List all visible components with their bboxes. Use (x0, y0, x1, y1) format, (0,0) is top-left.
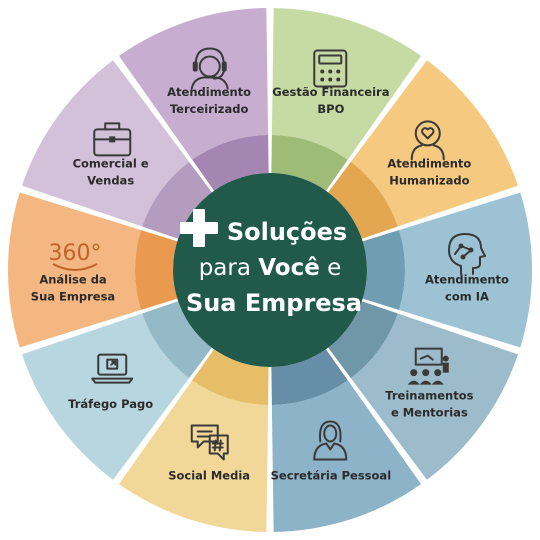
label-ia-line1: Atendimento (425, 273, 509, 287)
segment-inner-comercial (142, 161, 212, 239)
center-hub: Soluções para Você e Sua Empresa (173, 173, 367, 367)
headset-icon (190, 47, 229, 90)
segment-inner-treinamentos (328, 301, 398, 379)
center-title-line2-suffix: e (320, 255, 341, 281)
segment-inner-ia (362, 230, 405, 310)
person-heart-icon (410, 120, 445, 161)
center-title-line2: para Você e (199, 255, 342, 281)
presentation-icon (407, 347, 449, 385)
label-gestao-line2: BPO (317, 102, 344, 116)
segment-inner-trafego (142, 301, 212, 379)
segment-social (118, 380, 269, 532)
briefcase-icon (93, 122, 132, 157)
label-comercial-line1: Comercial e (73, 157, 149, 171)
label-analise-line2: Sua Empresa (31, 290, 115, 304)
label-comercial-line2: Vendas (87, 174, 134, 188)
segment-inner-social (192, 349, 269, 405)
label-analise-line1: Análise da (39, 273, 106, 287)
icons-layer: 360° (49, 47, 486, 461)
chat-hashtag-icon (190, 424, 229, 461)
segment-comercial (21, 60, 190, 227)
label-secretaria-line1: Secretária Pessoal (271, 468, 392, 482)
label-humanizado-line2: Humanizado (389, 174, 469, 188)
ai-head-icon (448, 233, 486, 275)
segment-inner-humanizado (328, 161, 398, 239)
label-terceirizado-line1: Atendimento (167, 85, 251, 99)
segment-treinamentos (350, 313, 519, 480)
plus-icon (180, 209, 218, 247)
segment-inner-secretaria (271, 349, 348, 405)
label-trafego-line1: Tráfego Pago (68, 397, 153, 411)
calculator-icon (313, 49, 348, 88)
label-treinamentos-line1: Treinamentos (385, 388, 473, 402)
segment-inner-terceirizado (192, 135, 269, 191)
label-gestao-line1: Gestão Financeira (272, 85, 389, 99)
center-title-line1: Soluções (227, 218, 347, 246)
label-social-line1: Social Media (168, 468, 250, 482)
icon-360-text: 360° (49, 241, 102, 266)
segment-inner-analise (135, 230, 178, 310)
center-circle (173, 173, 367, 367)
360-icon: 360° (49, 241, 102, 271)
segment-trafego (21, 313, 190, 480)
label-terceirizado-line2: Terceirizado (170, 102, 249, 116)
laptop-click-icon (91, 353, 134, 384)
woman-icon (313, 420, 348, 461)
label-treinamentos-line2: e Mentorias (391, 405, 468, 419)
center-title-line3: Sua Empresa (186, 289, 362, 317)
center-title-line2-bold: Você (258, 255, 320, 281)
center-title-line2-prefix: para (199, 255, 259, 281)
label-humanizado-line1: Atendimento (387, 157, 471, 171)
segment-ia (398, 192, 533, 348)
segment-inner-gestao (271, 135, 348, 191)
labels-layer: Gestão FinanceiraBPOAtendimentoHumanizad… (31, 85, 509, 482)
label-ia-line2: com IA (445, 290, 489, 304)
